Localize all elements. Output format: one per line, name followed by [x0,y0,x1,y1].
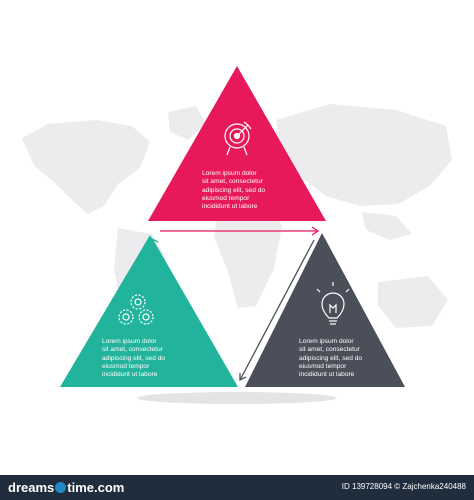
top-triangle-text: Lorem ipsum dolor sit amet, consectetur … [202,170,265,211]
map-greenland [168,106,206,140]
top-text-line: adipiscing elit, sed do [202,186,266,194]
image-credit: ID 139728094 © Zajchenka240488 [341,482,466,491]
map-southeast-asia [362,212,412,240]
gears-icon [118,294,154,325]
map-asia [276,104,452,206]
diagram-canvas [22,66,452,404]
left-text-line: eiusmod tempor [102,362,150,370]
target-icon [224,121,252,156]
left-text-line: adipiscing elit, sed do [102,354,166,362]
arrow-left-to-top [150,238,233,379]
top-text-line: incididunt ut labore [202,203,258,211]
top-text-line: sit amet, consectetur [202,178,263,186]
left-triangle [60,235,238,387]
left-text-line: incididunt ut labore [102,371,158,379]
ground-shadow [137,392,337,404]
arrow-right-to-left [239,239,315,382]
right-triangle [245,233,405,387]
map-australia [378,276,448,328]
lightbulb-icon [316,282,350,325]
top-text-line: Lorem ipsum dolor [202,170,257,177]
right-text-line: adipiscing elit, sed do [299,354,363,362]
top-text-line: eiusmod tempor [202,194,250,202]
connector-arrows [150,226,320,382]
right-triangle-text: Lorem ipsum dolor sit amet, consectetur … [299,338,362,379]
right-text-line: Lorem ipsum dolor [299,338,354,345]
brand-text-left: dreams [8,480,55,495]
brand-dot-icon [55,482,67,493]
arrow-top-to-right [160,226,320,236]
right-text-line: incididunt ut labore [299,371,355,379]
left-text-line: Lorem ipsum dolor [102,338,157,345]
map-africa [214,196,282,308]
right-text-line: sit amet, consectetur [299,346,360,354]
left-text-line: sit amet, consectetur [102,346,163,354]
left-triangle-text: Lorem ipsum dolor sit amet, consectetur … [102,338,165,379]
brand-text-right: time.com [67,480,125,495]
footer-bar: dreams time.com ID 139728094 © Zajchenka2… [0,475,474,500]
map-north-america [22,120,150,214]
right-text-line: eiusmod tempor [299,362,347,370]
brand-logo: dreams time.com [8,480,124,495]
